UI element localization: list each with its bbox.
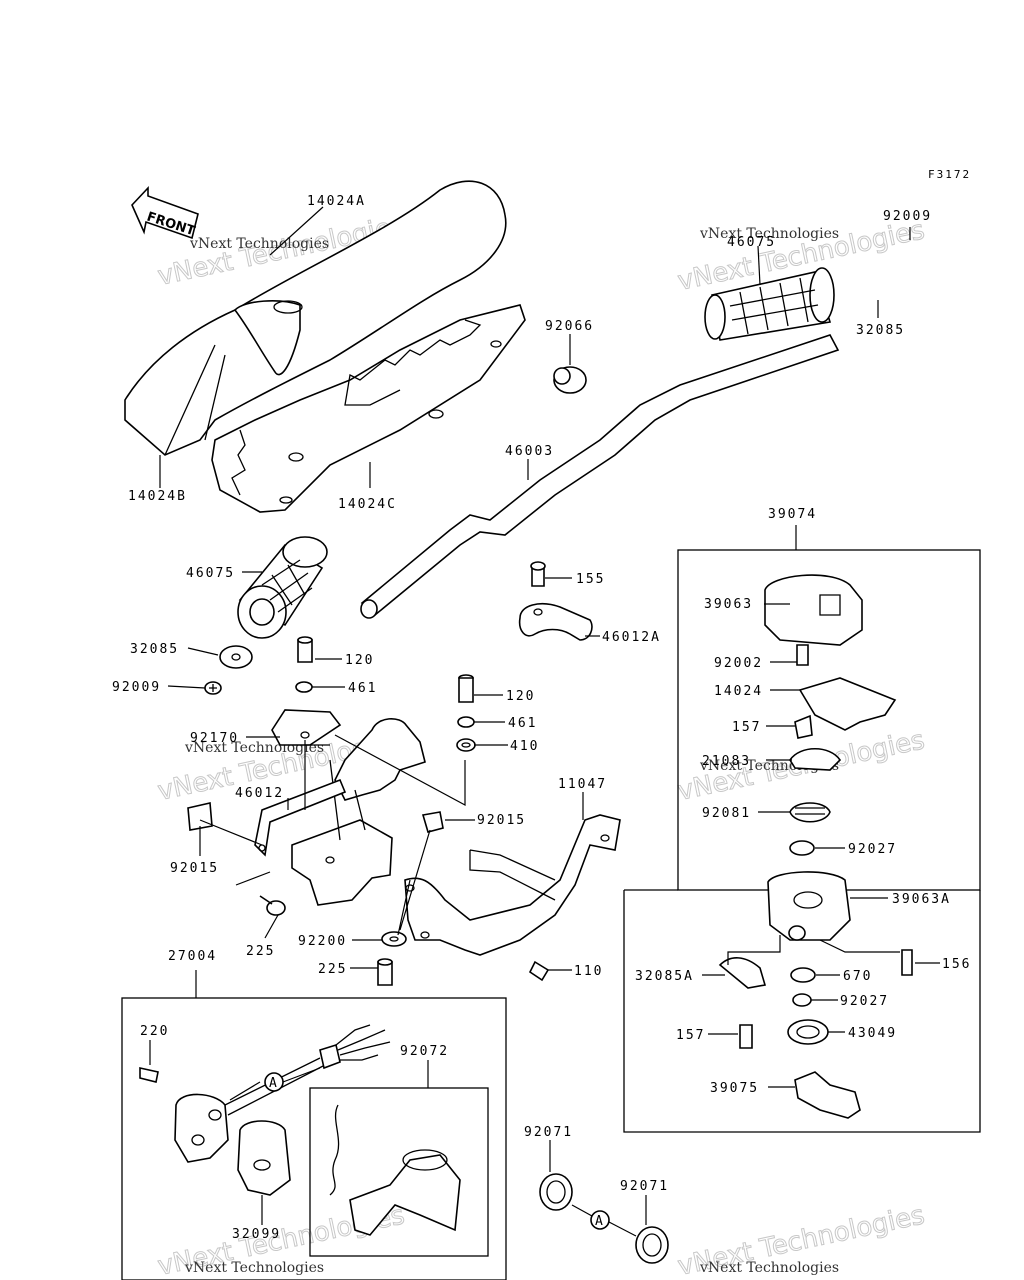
label-32099: 32099: [232, 1227, 281, 1242]
label-225-a: 225: [246, 944, 275, 959]
reference-a-markers: A A: [264, 1072, 610, 1230]
label-32085-left: 32085: [130, 642, 179, 657]
watermark-small-5: vNext Technologies: [184, 1260, 324, 1276]
label-39063: 39063: [704, 597, 753, 612]
label-46012A: 46012A: [602, 630, 661, 645]
label-46003: 46003: [505, 444, 554, 459]
label-14024B: 14024B: [128, 489, 187, 504]
label-39075: 39075: [710, 1081, 759, 1096]
label-92002: 92002: [714, 656, 763, 671]
label-92081: 92081: [702, 806, 751, 821]
label-120-a: 120: [345, 653, 374, 668]
label-92015-right: 92015: [477, 813, 526, 828]
label-39063A: 39063A: [892, 892, 951, 907]
label-157-a: 157: [732, 720, 761, 735]
throttle-box-lower: [623, 889, 981, 1133]
switch-assembly: [139, 1024, 461, 1236]
switch-box: [121, 997, 507, 1280]
figure-id: F3172: [928, 168, 971, 181]
bracket-11047: [404, 811, 621, 956]
label-410: 410: [510, 739, 539, 754]
label-39074: 39074: [768, 507, 817, 522]
label-157-b: 157: [676, 1028, 705, 1043]
throttle-assembly: [718, 574, 913, 1119]
clamp-46012A: [518, 561, 593, 641]
cap-92066: [553, 366, 587, 394]
label-92009-right: 92009: [883, 209, 932, 224]
label-32085-right: 32085: [856, 323, 905, 338]
watermark-small-2: vNext Technologies: [699, 226, 839, 242]
misc-bolts: [259, 895, 550, 986]
label-461-a: 461: [348, 681, 377, 696]
label-43049: 43049: [848, 1026, 897, 1041]
label-32085A: 32085A: [635, 969, 694, 984]
ref-a-1: A: [269, 1076, 279, 1091]
label-461-b: 461: [508, 716, 537, 731]
label-92200: 92200: [298, 934, 347, 949]
label-155: 155: [576, 572, 605, 587]
label-120-b: 120: [506, 689, 535, 704]
right-grip: [704, 267, 835, 341]
label-92071-a: 92071: [524, 1125, 573, 1140]
label-92066: 92066: [545, 319, 594, 334]
label-46012: 46012: [235, 786, 284, 801]
left-hardware: [204, 636, 476, 752]
label-670: 670: [843, 969, 872, 984]
watermark-small-6: vNext Technologies: [699, 1260, 839, 1276]
label-156: 156: [942, 957, 971, 972]
label-92015-left: 92015: [170, 861, 219, 876]
handlebar-drawing: [360, 334, 840, 619]
left-grip: [237, 536, 328, 639]
label-11047: 11047: [558, 777, 607, 792]
label-92027-a: 92027: [848, 842, 897, 857]
label-27004: 27004: [168, 949, 217, 964]
label-14024A: 14024A: [307, 194, 366, 209]
label-110: 110: [574, 964, 603, 979]
ring-parts: [539, 1173, 669, 1264]
label-14024: 14024: [714, 684, 763, 699]
label-21083: 21083: [702, 754, 751, 769]
label-14024C: 14024C: [338, 497, 397, 512]
leader-lines: [149, 206, 940, 1237]
part-labels: 14024A 14024B 14024C 92066 46075 92009 3…: [112, 194, 971, 1242]
label-46075-left: 46075: [186, 566, 235, 581]
label-225-b: 225: [318, 962, 347, 977]
label-92009-left: 92009: [112, 680, 161, 695]
label-92170: 92170: [190, 731, 239, 746]
label-220: 220: [140, 1024, 169, 1039]
front-arrow: FRONT: [131, 185, 199, 239]
label-92072: 92072: [400, 1044, 449, 1059]
label-92071-b: 92071: [620, 1179, 669, 1194]
watermark-small-1: vNext Technologies: [189, 236, 329, 252]
label-92027-b: 92027: [840, 994, 889, 1009]
label-46075-right: 46075: [727, 235, 776, 250]
seat-drawing: [124, 180, 526, 513]
ref-a-2: A: [595, 1214, 605, 1229]
kill-switch-box: [309, 1087, 489, 1257]
